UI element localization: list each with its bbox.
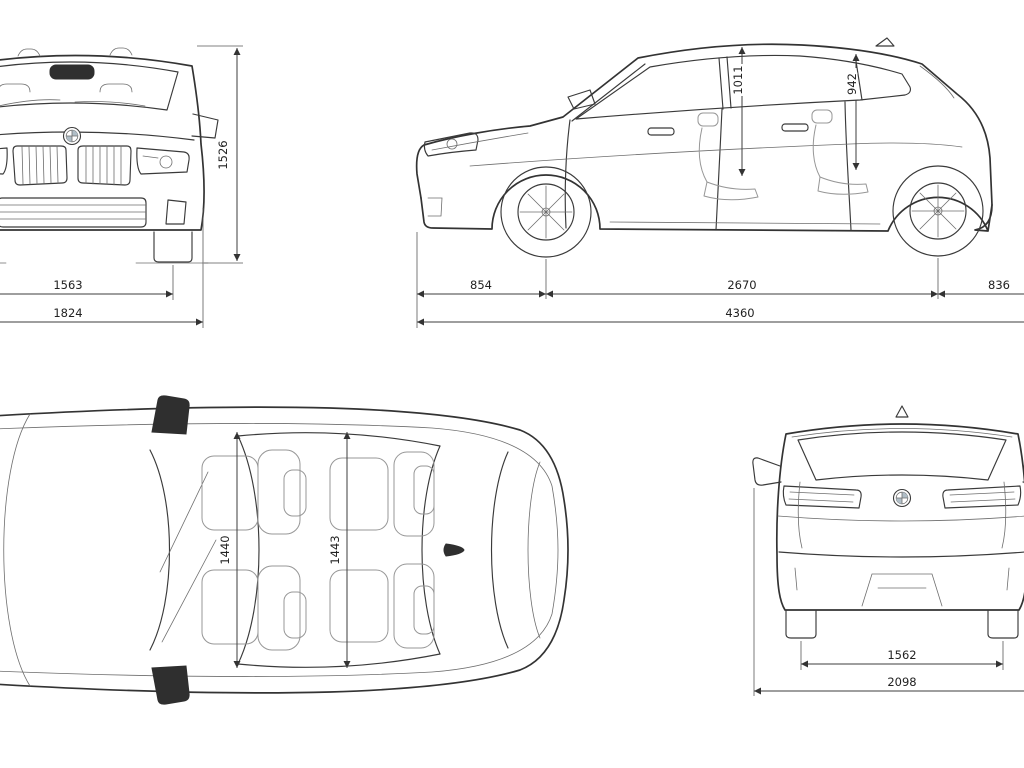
side-length-dimensions: 854 2670 836 4360: [416, 232, 1024, 328]
side-mid-door-cut: [715, 108, 723, 231]
side-character-line: [469, 142, 963, 167]
side-tailgate-glass: [919, 65, 955, 99]
side-body-bottom: [420, 174, 993, 232]
front-hood-line: [0, 131, 195, 141]
rear-overall-width-label: 2098: [887, 675, 916, 689]
front-wipers: [0, 99, 146, 107]
front-overall-width-label: 1824: [53, 306, 82, 320]
side-fog-lamp: [427, 197, 443, 217]
side-wheelbase-label: 2670: [727, 278, 756, 292]
side-rear-wheel: [892, 165, 984, 257]
top-tailgate-arc: [490, 451, 509, 649]
front-lower-intake: [0, 197, 187, 228]
front-height-dimension: 1526: [197, 45, 243, 264]
top-rear-seats: [329, 451, 435, 649]
side-glasshouse: [575, 54, 912, 120]
top-front-seats: [201, 449, 307, 651]
top-interior-width-rear-dimension: 1443: [327, 432, 351, 668]
front-headrests: [0, 83, 133, 93]
front-height-label: 1526: [216, 140, 230, 169]
rear-left-tire: [785, 609, 817, 639]
side-interior-height-front-label: 1011: [731, 65, 745, 94]
rear-bmw-roundel-icon: [892, 488, 912, 508]
front-roof-rails: [17, 47, 133, 57]
side-interior-height-front-dimension: 1011: [730, 47, 747, 176]
rear-track-dimension: 1562: [800, 641, 1004, 670]
side-a-pillar: [571, 63, 646, 122]
bmw-roundel-icon: [62, 126, 82, 146]
side-view: [415, 37, 993, 258]
side-front-overhang-label: 854: [470, 278, 492, 292]
side-mirror: [567, 89, 596, 110]
rear-left-mirror: [752, 457, 782, 486]
rear-spoiler-line: [791, 428, 1013, 438]
side-rear-door-handle: [781, 123, 809, 132]
side-headlight: [423, 132, 479, 157]
front-track-dimension: 1563: [0, 265, 174, 300]
top-left-mirror: [151, 395, 190, 435]
rear-right-taillight: [942, 485, 1022, 509]
front-windshield: [0, 61, 179, 111]
top-roof-front-arc: [237, 435, 260, 665]
side-rear-overhang-label: 836: [988, 278, 1010, 292]
rear-window: [797, 431, 1007, 481]
top-right-mirror: [151, 665, 190, 705]
side-headlight-ring: [446, 138, 458, 150]
side-front-door-handle: [647, 127, 675, 136]
top-inner-body-line: [0, 423, 559, 677]
top-hood-contour: [3, 413, 31, 687]
front-body-silhouette: [0, 54, 205, 231]
top-roof-side-edges: [237, 432, 441, 668]
top-interior-width-front-label: 1440: [218, 535, 232, 564]
top-cowl-arc: [149, 449, 170, 651]
top-antenna-fin: [443, 543, 465, 557]
rear-overall-width-dimension: 2098: [753, 488, 1024, 696]
top-wipers: [159, 471, 217, 643]
top-rear-window-arc: [421, 445, 441, 655]
side-rocker-line: [609, 221, 881, 225]
top-view: [0, 395, 569, 705]
side-rear-seat: [811, 109, 869, 195]
side-body-silhouette: [415, 43, 993, 206]
rear-beltline-crease: [777, 515, 1024, 522]
rear-track-label: 1562: [887, 648, 916, 662]
top-rear-end-line: [527, 461, 541, 639]
side-front-wheel: [500, 166, 592, 258]
top-body-silhouette: [0, 406, 569, 694]
rear-view: [752, 405, 1024, 639]
front-right-side-mirror: [191, 113, 219, 139]
front-right-headlight: [136, 147, 190, 175]
side-overall-length-label: 4360: [725, 306, 754, 320]
rear-left-taillight: [782, 485, 862, 509]
side-b-pillar: [718, 56, 732, 110]
rear-bumper-line: [778, 551, 1024, 558]
rear-diffuser: [861, 573, 943, 607]
top-interior-width-front-dimension: 1440: [217, 432, 241, 668]
side-hood-crease: [431, 132, 529, 151]
top-interior-width-rear-label: 1443: [328, 535, 342, 564]
front-left-headlight: [0, 147, 8, 175]
front-overall-width-dimension: 1824: [0, 208, 204, 328]
front-interior-mirror: [49, 64, 95, 80]
rear-right-tire: [987, 609, 1019, 639]
rear-reflectors: [794, 567, 1010, 591]
front-right-tire: [153, 231, 193, 263]
side-c-pillar: [855, 60, 863, 101]
side-interior-height-rear-dimension: 942: [844, 54, 861, 170]
front-view: [0, 47, 219, 264]
rear-antenna-fin: [895, 405, 909, 418]
front-track-label: 1563: [53, 278, 82, 292]
side-rear-door-cut: [844, 101, 852, 231]
side-interior-height-rear-label: 942: [845, 73, 859, 95]
front-kidney-grille: [12, 145, 132, 186]
rear-body-silhouette: [775, 423, 1024, 611]
rear-tailgate-cuts: [797, 481, 1007, 549]
side-antenna-fin: [875, 37, 895, 47]
side-front-seat: [697, 112, 759, 201]
